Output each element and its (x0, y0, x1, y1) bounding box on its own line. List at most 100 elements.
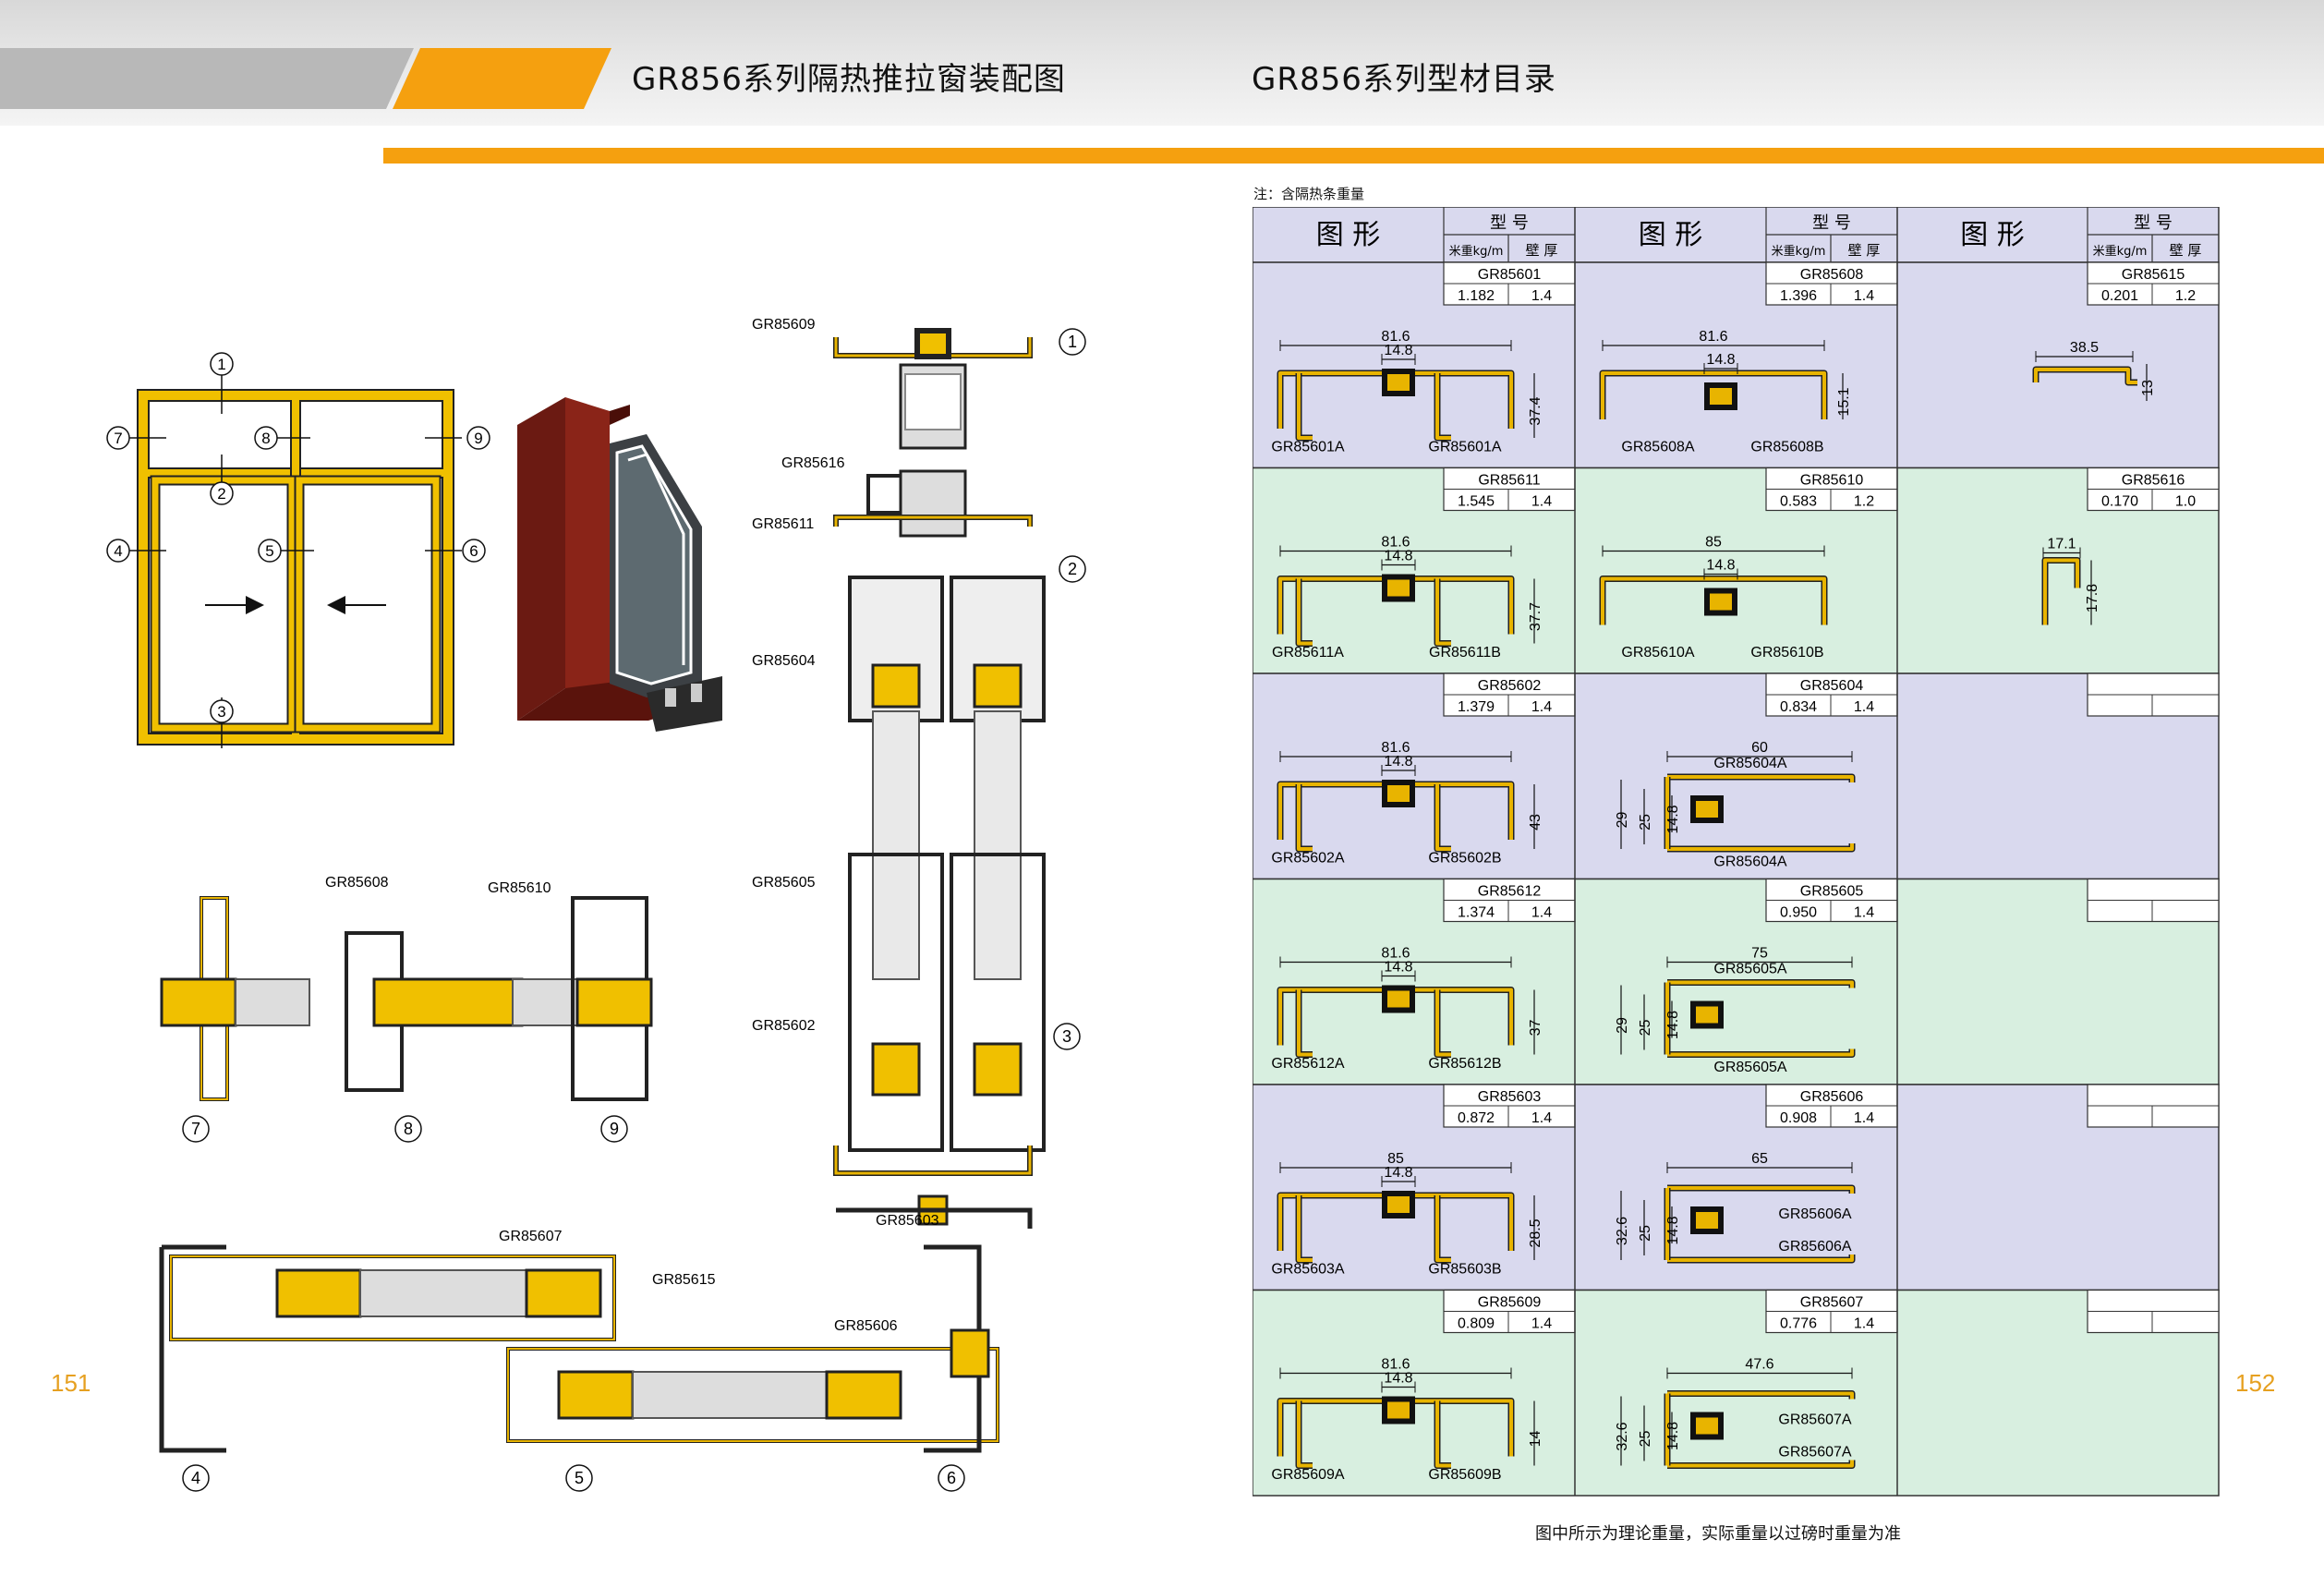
dimension-label: 81.6 (1381, 329, 1410, 345)
svg-text:4: 4 (191, 1469, 200, 1487)
svg-text:GR85610: GR85610 (488, 880, 551, 896)
orange-stripe (393, 48, 611, 109)
dimension-label: 29 (1615, 1017, 1630, 1034)
profile-code: GR85616 (2122, 473, 2185, 489)
part-label: GR85611B (1429, 645, 1501, 661)
dimension-label: 37.4 (1528, 396, 1543, 425)
part-label: GR85605A (1713, 1060, 1786, 1075)
profile-code: GR85610 (1800, 473, 1864, 489)
header-weight-label: 米重kg/m (1449, 244, 1504, 259)
part-label: GR85604A (1713, 756, 1786, 771)
profile-thickness: 1.4 (1531, 1110, 1552, 1126)
catalog-row (1253, 261, 2220, 469)
dimension-label: 17.8 (2085, 584, 2100, 612)
dimension-label: 14.8 (1384, 960, 1412, 976)
svg-text:4: 4 (114, 542, 122, 560)
svg-text:GR85602: GR85602 (752, 1018, 816, 1034)
svg-text:8: 8 (404, 1120, 413, 1138)
profile-code: GR85612 (1478, 884, 1542, 900)
profile-code: GR85601 (1478, 267, 1542, 283)
svg-text:8: 8 (261, 430, 270, 447)
profile-weight: 0.950 (1780, 905, 1817, 921)
marker-3: 3 (210, 699, 234, 723)
svg-text:5: 5 (265, 542, 273, 560)
marker-6: 6 (462, 539, 486, 563)
svg-text:7: 7 (114, 430, 122, 447)
profile-weight: 0.583 (1780, 494, 1817, 510)
dimension-label: 65 (1751, 1151, 1768, 1167)
marker-5: 5 (258, 539, 282, 563)
svg-text:3: 3 (217, 703, 225, 721)
dimension-label: 47.6 (1745, 1357, 1773, 1373)
profile-weight: 0.201 (2101, 288, 2138, 304)
page-number-right: 152 (2235, 1369, 2276, 1397)
profile-code: GR85608 (1800, 267, 1864, 283)
profile-thickness: 1.2 (1854, 494, 1874, 510)
elevation-markers: 1 2 3 4 5 6 7 8 9 (106, 352, 490, 723)
profile-code: GR85606 (1800, 1089, 1864, 1105)
dimension-label: 85 (1705, 535, 1722, 551)
profile-code: GR85615 (2122, 267, 2185, 283)
dimension-label: 14.8 (1665, 805, 1681, 833)
header-shape-label: 图 形 (1639, 219, 1703, 251)
dimension-label: 37.7 (1528, 602, 1543, 631)
profile-weight: 1.182 (1458, 288, 1495, 304)
profile-thickness: 1.4 (1854, 288, 1874, 304)
dimension-label: 17.1 (2047, 537, 2076, 552)
dimension-label: 60 (1751, 740, 1768, 756)
dimension-label: 29 (1615, 812, 1630, 829)
profile-drawing (1599, 545, 1828, 625)
header-thickness-label: 壁 厚 (1848, 242, 1881, 259)
dimension-label: 25 (1638, 814, 1653, 830)
part-label: GR85603B (1428, 1262, 1501, 1278)
horizontal-section-789 (160, 896, 653, 1101)
svg-text:GR85611: GR85611 (752, 516, 814, 532)
header-thickness-label: 壁 厚 (1526, 242, 1558, 259)
vertical-section (833, 328, 1046, 1229)
part-label: GR85611A (1272, 645, 1344, 661)
marker-4: 4 (106, 539, 130, 563)
dimension-label: 81.6 (1699, 329, 1727, 345)
marker-7: 7 (106, 426, 130, 450)
dimension-label: 75 (1751, 946, 1768, 962)
page-number-left: 151 (51, 1369, 91, 1397)
dimension-label: 25 (1638, 1225, 1653, 1242)
svg-text:GR85604: GR85604 (752, 653, 816, 669)
part-label: GR85607A (1778, 1445, 1851, 1461)
dimension-label: 81.6 (1381, 1357, 1410, 1373)
part-label: GR85612B (1428, 1056, 1501, 1072)
section-789-labels: GR85608 GR85610 7 8 9 (182, 875, 628, 1143)
profile-thickness: 1.4 (1531, 905, 1552, 921)
dimension-label: 38.5 (2070, 340, 2099, 356)
profile-drawing (1277, 956, 1535, 1058)
part-label: GR85602A (1271, 851, 1344, 867)
header-weight-label: 米重kg/m (1772, 244, 1826, 259)
svg-text:GR85616: GR85616 (781, 455, 845, 471)
section-456-labels: GR85607 GR85615 GR85603 GR85606 4 5 6 (182, 1213, 965, 1492)
svg-text:GR85606: GR85606 (834, 1318, 898, 1334)
dimension-label: 25 (1638, 1431, 1653, 1448)
dimension-label: 14.8 (1665, 1422, 1681, 1450)
catalog-header-row (1253, 207, 2220, 263)
profile-thickness: 1.0 (2175, 494, 2196, 510)
dimension-label: 81.6 (1381, 740, 1410, 756)
vertical-section-markers: 1 2 3 (1053, 328, 1086, 1050)
profile-drawing (1620, 956, 1856, 1058)
profile-code: GR85604 (1800, 678, 1864, 694)
marker-2: 2 (210, 481, 234, 505)
part-label: GR85602B (1428, 851, 1501, 867)
svg-text:1: 1 (217, 356, 225, 373)
catalog-row (1253, 467, 2220, 674)
dimension-label: 14.8 (1706, 558, 1735, 574)
part-label: GR85604A (1713, 855, 1786, 870)
corner-3d-rendering (517, 397, 722, 732)
dimension-label: 25 (1638, 1020, 1653, 1036)
profile-weight: 0.170 (2101, 494, 2138, 510)
profile-code: GR85607 (1800, 1295, 1864, 1311)
dimension-label: 14.8 (1384, 1371, 1412, 1387)
left-title: GR856系列隔热推拉窗装配图 (632, 61, 1066, 98)
marker-8: 8 (254, 426, 278, 450)
profile-weight: 0.908 (1780, 1110, 1817, 1126)
right-title: GR856系列型材目录 (1252, 61, 1556, 98)
